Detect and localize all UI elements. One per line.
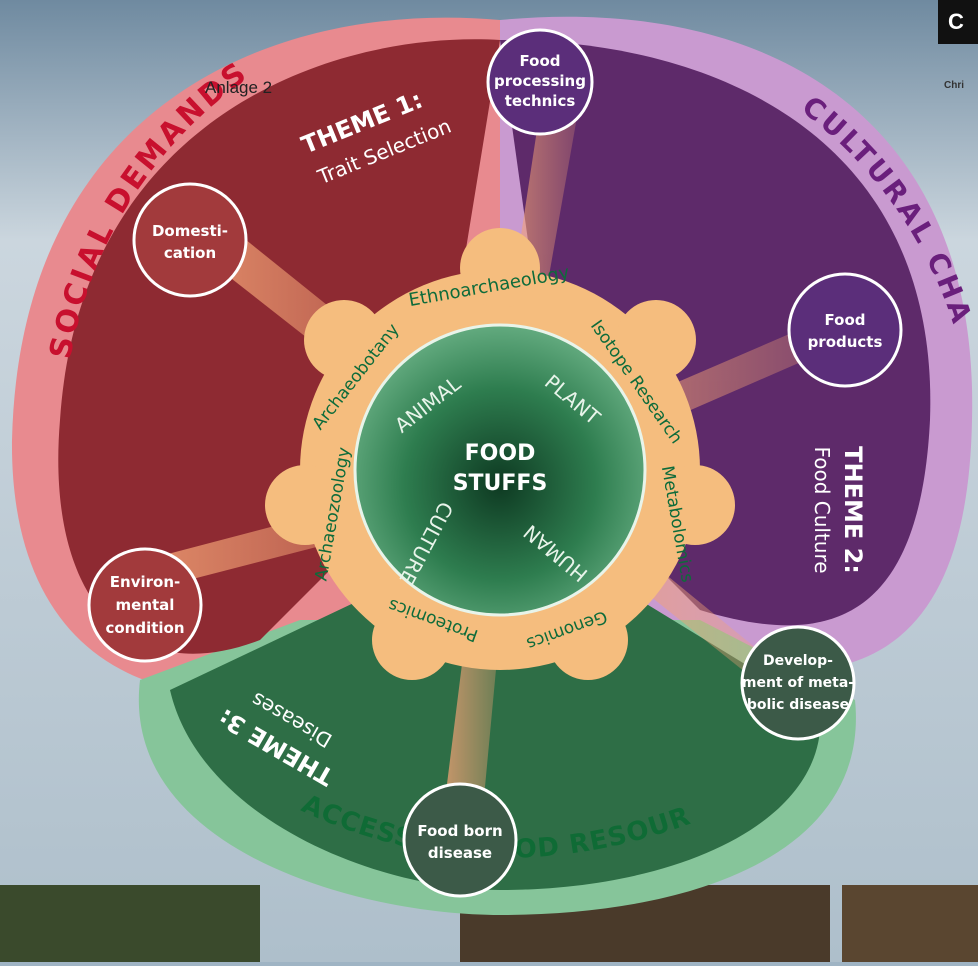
annotation-label: Anlage 2 [205,78,273,97]
topic-line: mental [116,596,175,614]
topic-line: bolic disease [747,697,849,713]
flower-lobe [655,465,735,545]
topic-line: Food born [417,822,502,840]
flower-lobe [304,300,384,380]
center-line-2: STUFFS [453,471,548,496]
corner-caption: Chri [944,80,964,91]
topic-domestication: Domesti- cation [132,182,248,298]
topic-line: Develop- [763,653,833,669]
corner-logo: C [938,0,978,44]
flower-lobe [265,465,345,545]
topic-line: condition [105,619,184,637]
topic-food-born-disease: Food born disease [402,782,518,898]
theme3-petal [170,600,821,890]
topic-metabolic-disease: Develop- ment of meta- bolic disease [740,625,856,741]
photo-strip-left [0,885,260,962]
flower-lobe [460,228,540,308]
topic-bubble [486,28,594,136]
photo-strip-right [842,885,978,962]
topic-bubble [740,625,856,741]
topic-line: Food [520,52,561,70]
topic-line: Food [825,311,866,329]
topic-line: Domesti- [152,222,228,240]
food-stuffs-core [353,323,647,617]
topic-line: cation [164,244,216,262]
flower-lobe [372,600,452,680]
topic-bubble [132,182,248,298]
topic-food-processing: Food processing technics [486,28,594,136]
topic-bubble [402,782,518,898]
theme2-title: THEME 2: [839,446,867,574]
flower-lobe [616,300,696,380]
topic-bubble [87,547,203,663]
theme2-label: THEME 2: Food Culture [810,446,867,574]
topic-line: technics [505,92,576,110]
topic-line: processing [494,72,586,90]
topic-bubble [787,272,903,388]
center-line-1: FOOD [465,441,536,466]
topic-line: products [808,333,883,351]
topic-line: ment of meta- [742,675,854,691]
flower-lobe [548,600,628,680]
theme2-sub: Food Culture [810,446,834,573]
topic-line: disease [428,844,492,862]
topic-environmental-condition: Environ- mental condition [87,547,203,663]
topic-food-products: Food products [787,272,903,388]
topic-line: Environ- [110,573,180,591]
